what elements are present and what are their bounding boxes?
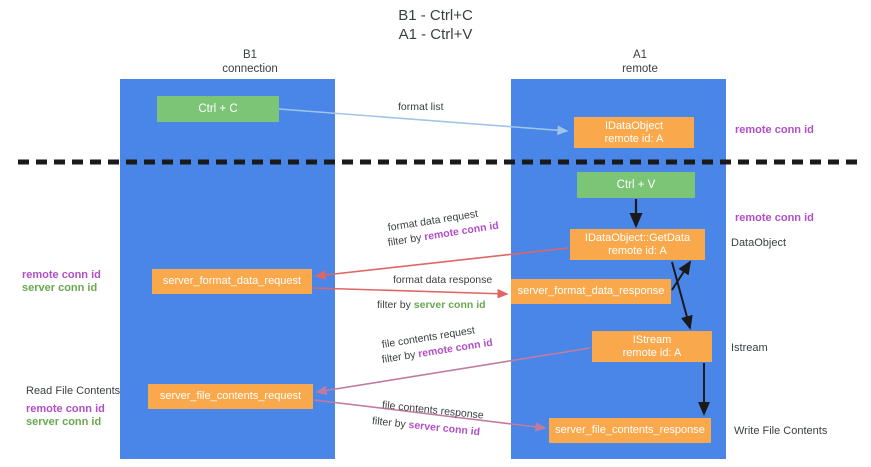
box-istream[interactable]: IStream remote id: A: [592, 331, 712, 362]
edge-label-file-contents-response-group: file contents response filter by server …: [371, 399, 484, 438]
annotation-write-file-contents: Write File Contents: [734, 425, 828, 437]
box-server-format-data-response[interactable]: server_format_data_response: [511, 279, 671, 304]
annotation-left-bottom-remote-conn-id: remote conn id: [26, 403, 105, 415]
box-idataobject-getdata[interactable]: IDataObject::GetData remote id: A: [570, 229, 705, 260]
filter-prefix: filter by: [377, 299, 414, 311]
column-header-b1: B1 connection: [222, 49, 278, 75]
column-header-a1: A1 remote: [622, 49, 658, 75]
annotation-istream: Istream: [731, 342, 768, 354]
edge-label-format-data-response-filter: filter by server conn id: [377, 299, 486, 312]
annotation-dataobject: DataObject: [731, 237, 787, 249]
filter-key-server-conn-id: server conn id: [407, 418, 481, 439]
annotation-left-server-conn-id: server conn id: [22, 282, 98, 294]
annotation-remote-conn-id-mid: remote conn id: [735, 212, 814, 224]
edge-label-file-contents-request-group: file contents request filter by remote c…: [381, 324, 494, 367]
edge-label-format-data-request-group: format data request filter by remote con…: [387, 208, 500, 250]
annotation-left-bottom-server-conn-id: server conn id: [26, 416, 102, 428]
box-ctrl-v[interactable]: Ctrl + V: [577, 172, 695, 198]
box-idataobject[interactable]: IDataObject remote id: A: [574, 117, 694, 148]
annotation-read-file-contents: Read File Contents: [26, 385, 121, 397]
filter-prefix: filter by: [371, 415, 410, 431]
edge-label-format-list: format list: [398, 101, 444, 113]
annotation-remote-conn-id-top: remote conn id: [735, 124, 814, 136]
page-title: B1 - Ctrl+C A1 - Ctrl+V: [398, 7, 473, 43]
box-server-file-contents-response[interactable]: server_file_contents_response: [549, 418, 711, 443]
box-ctrl-c[interactable]: Ctrl + C: [157, 96, 279, 122]
edge-label-format-data-response: format data response: [393, 274, 493, 286]
box-server-format-data-request[interactable]: server_format_data_request: [152, 269, 312, 294]
filter-key-server-conn-id: server conn id: [413, 299, 486, 311]
box-server-file-contents-request[interactable]: server_file_contents_request: [148, 384, 313, 409]
annotation-left-remote-conn-id: remote conn id: [22, 269, 101, 281]
